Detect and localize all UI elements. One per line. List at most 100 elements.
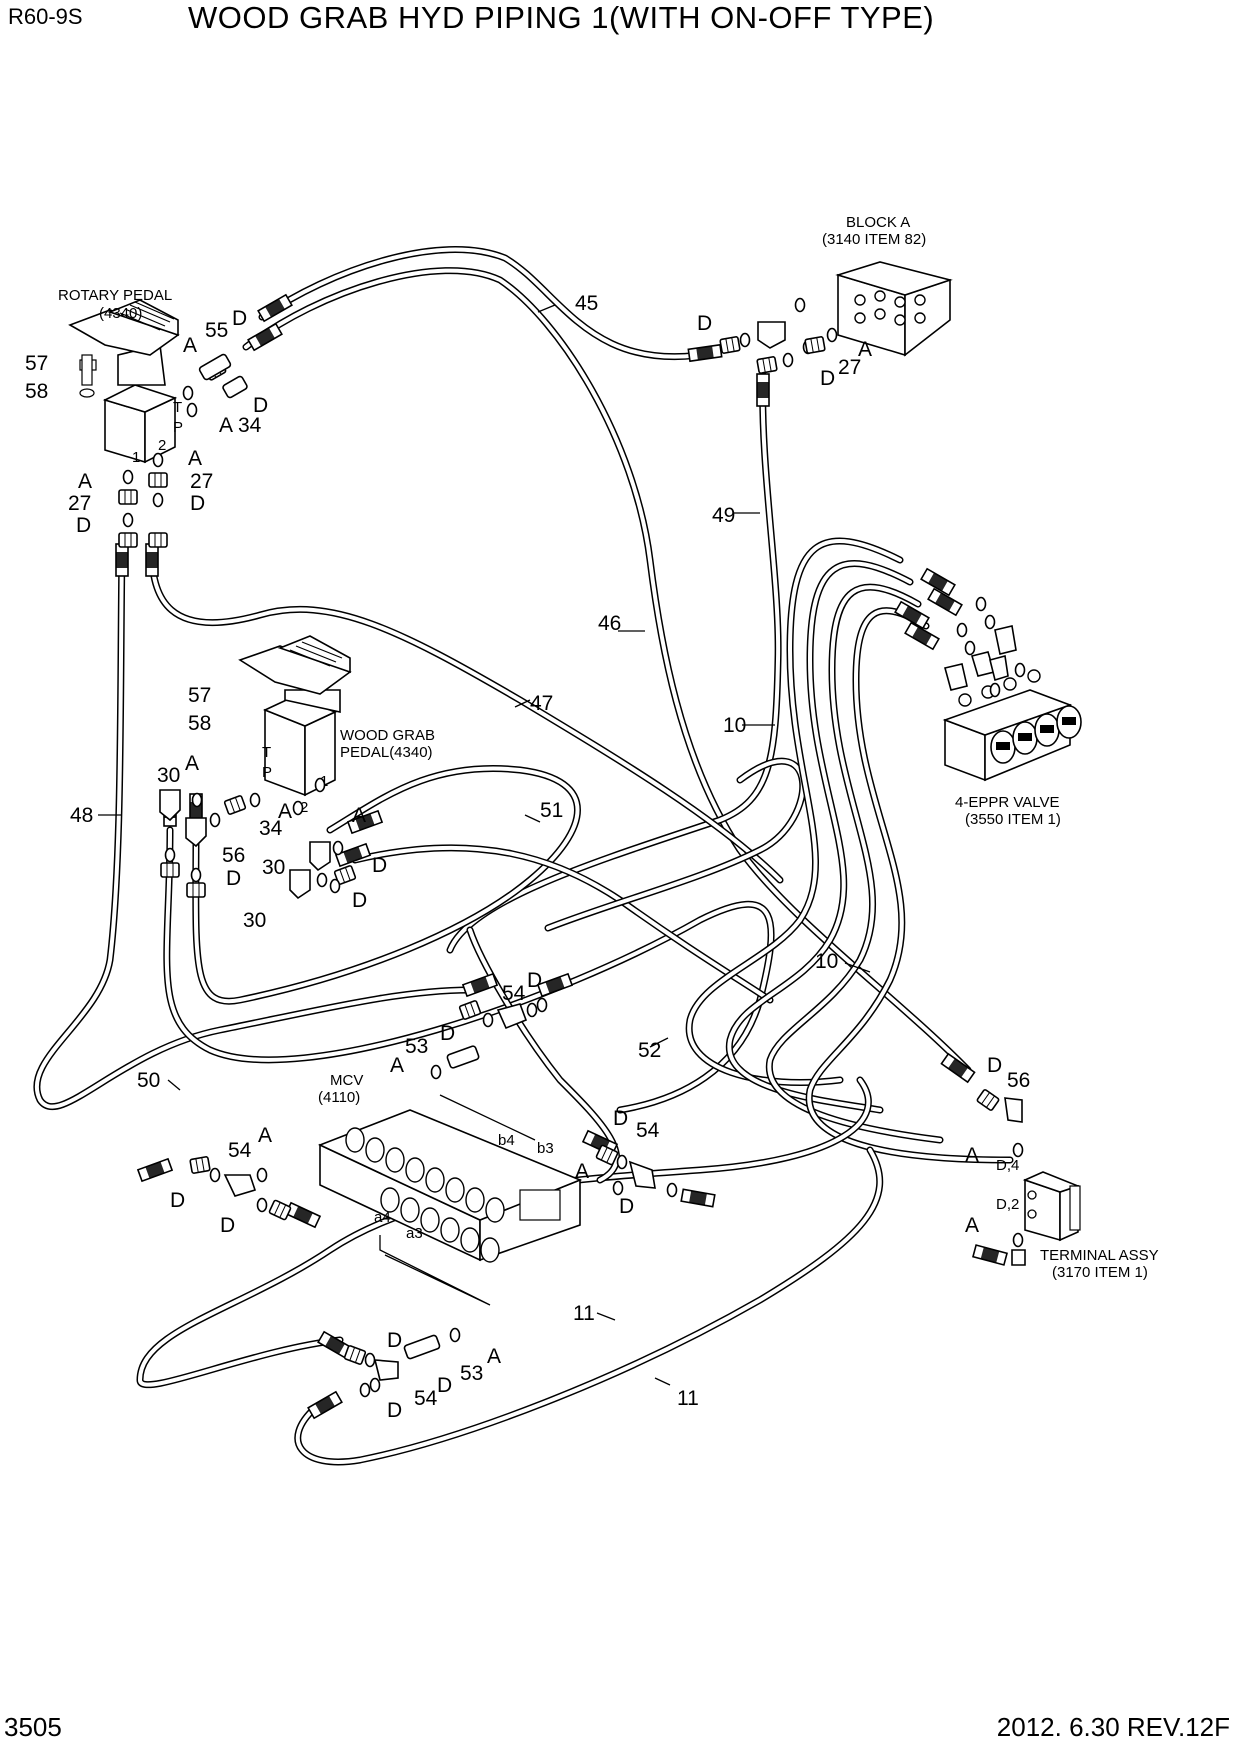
terminal-assy-label: TERMINAL ASSY: [1040, 1247, 1159, 1264]
leader-lines: [98, 304, 871, 1386]
mcv: MCV (4110) b4 b3 a4 a3: [317, 1072, 583, 1306]
callout-53-lower: 53: [460, 1362, 483, 1385]
letter-a: A: [78, 470, 92, 493]
hose-47: [148, 541, 784, 884]
page-title: WOOD GRAB HYD PIPING 1(WITH ON-OFF TYPE): [188, 0, 935, 35]
mcv-label: MCV: [330, 1072, 363, 1089]
callout-34-lower: 34: [259, 817, 283, 840]
port-a4: a4: [374, 1209, 391, 1226]
port-t: T: [262, 744, 271, 761]
callout-54-top: 54: [502, 982, 526, 1005]
hose-51: [192, 765, 581, 1005]
letter-d: D: [437, 1374, 452, 1397]
rotary-pedal-ref: (4340): [99, 305, 142, 322]
letter-d: D: [352, 889, 367, 912]
callout-48: 48: [70, 804, 93, 827]
port-b3: b3: [537, 1140, 554, 1157]
block-a-label: BLOCK A: [846, 214, 910, 231]
hose-50: [163, 826, 775, 1114]
eppr-valve-ref: (3550 ITEM 1): [965, 811, 1061, 828]
letter-a: A: [188, 447, 202, 470]
letter-a: A: [487, 1345, 501, 1368]
letter-d: D: [253, 394, 268, 417]
port-d2: D,2: [996, 1196, 1019, 1213]
hose-end-sleeves: [115, 294, 1008, 1419]
letter-d: D: [232, 307, 247, 330]
callout-30-middle: 30: [262, 856, 285, 879]
block-a: BLOCK A (3140 ITEM 82): [822, 214, 953, 357]
letter-a: A: [965, 1214, 979, 1237]
callout-10-lower: 10: [815, 950, 838, 973]
port-2: 2: [158, 437, 166, 454]
letter-a: A: [390, 1054, 404, 1077]
port-d4: D,4: [996, 1157, 1019, 1174]
callout-50: 50: [137, 1069, 160, 1092]
letter-d: D: [190, 492, 205, 515]
fittings: [79, 297, 1026, 1398]
letter-d: D: [372, 854, 387, 877]
callout-56-right: 56: [1007, 1069, 1030, 1092]
port-p: P: [173, 419, 183, 436]
letter-a: A: [858, 338, 872, 361]
letter-d: D: [527, 969, 542, 992]
eppr-valve-label: 4-EPPR VALVE: [955, 794, 1060, 811]
callout-27-left-lower: 27: [68, 492, 91, 515]
terminal-assy: D,4 D,2 TERMINAL ASSY (3170 ITEM 1): [996, 1157, 1159, 1281]
hose-10-bundle: [685, 537, 1014, 1164]
wood-grab-pedal-label: WOOD GRAB: [340, 727, 435, 744]
callout-58-upper: 58: [25, 380, 48, 403]
callout-47: 47: [530, 692, 553, 715]
callout-10-upper: 10: [723, 714, 746, 737]
callout-46: 46: [598, 612, 621, 635]
hose-11: [136, 1076, 884, 1466]
port-b4: b4: [498, 1132, 515, 1149]
callout-56-left: 56: [222, 844, 245, 867]
block-a-ref: (3140 ITEM 82): [822, 231, 926, 248]
wood-grab-pedal: T P 2 1 WOOD GRAB PEDAL(4340): [238, 635, 435, 816]
callout-45: 45: [575, 292, 598, 315]
callout-30-lower: 30: [243, 909, 266, 932]
letter-a: A: [278, 800, 292, 823]
page-number: 3505: [4, 1712, 62, 1742]
port-letters: A D D A A D A D D A D A A A D D D D D A …: [76, 307, 1002, 1422]
letter-d: D: [820, 367, 835, 390]
callout-52: 52: [638, 1039, 661, 1062]
terminal-assy-ref: (3170 ITEM 1): [1052, 1264, 1148, 1281]
callout-27-left-upper: 27: [190, 470, 213, 493]
model-code: R60-9S: [8, 4, 83, 29]
letter-a: A: [258, 1124, 272, 1147]
mcv-ref: (4110): [318, 1089, 360, 1106]
letter-d: D: [76, 514, 91, 537]
callout-57-lower: 57: [188, 684, 211, 707]
callout-34-upper: 34: [238, 414, 262, 437]
callout-11-upper: 11: [573, 1302, 595, 1325]
hose-48: [33, 541, 474, 1110]
eppr-valve: 4-EPPR VALVE (3550 ITEM 1): [942, 669, 1082, 828]
port-p: P: [262, 764, 272, 781]
letter-d: D: [697, 312, 712, 335]
letter-d: D: [613, 1107, 628, 1130]
callout-11-lower: 11: [677, 1387, 699, 1410]
letter-d: D: [170, 1189, 185, 1212]
port-a3: a3: [406, 1225, 423, 1242]
revision-date: 2012. 6.30 REV.12F: [996, 1712, 1230, 1742]
rotary-pedal-label: ROTARY PEDAL: [58, 287, 172, 304]
letter-d: D: [987, 1054, 1002, 1077]
callout-27-block: 27: [838, 356, 861, 379]
callout-54-right: 54: [636, 1119, 660, 1142]
callout-30-upper: 30: [157, 764, 180, 787]
port-1: 1: [132, 449, 140, 466]
hose-46: [544, 757, 807, 932]
callout-57-upper: 57: [25, 352, 48, 375]
letter-a: A: [965, 1144, 979, 1167]
letter-a: A: [352, 804, 366, 827]
callout-51: 51: [540, 799, 563, 822]
callout-54-left: 54: [228, 1139, 252, 1162]
port-2: 2: [300, 799, 308, 816]
letter-a: A: [183, 334, 197, 357]
callout-54-bottom: 54: [414, 1387, 438, 1410]
letter-a: A: [219, 414, 233, 437]
letter-d: D: [387, 1399, 402, 1422]
letter-d: D: [440, 1022, 455, 1045]
